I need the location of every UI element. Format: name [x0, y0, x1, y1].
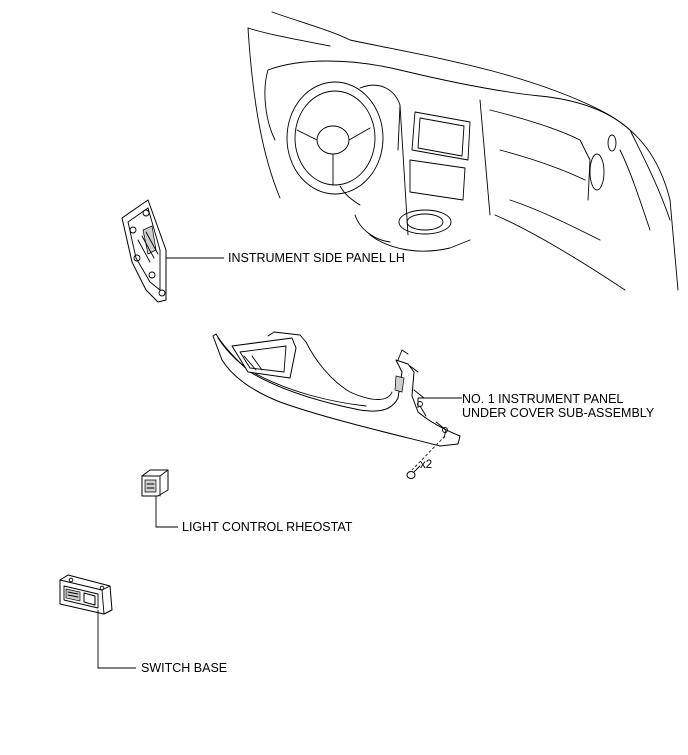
screw-quantity-label: x2 — [420, 459, 433, 471]
under-cover-leader-line — [417, 397, 462, 408]
screw-guide-line — [411, 435, 446, 471]
light-control-rheostat-label: LIGHT CONTROL RHEOSTAT — [182, 520, 353, 534]
switch-base-leader-line — [97, 610, 136, 669]
rheostat-leader-line — [155, 496, 178, 528]
instrument-side-panel-part — [121, 199, 167, 303]
switch-base-part — [59, 574, 113, 615]
instrument-side-panel-label: INSTRUMENT SIDE PANEL LH — [228, 251, 405, 265]
light-control-rheostat-part — [141, 469, 169, 497]
under-cover-label-line1: NO. 1 INSTRUMENT PANEL — [462, 392, 624, 406]
under-cover-label-line2: UNDER COVER SUB-ASSEMBLY — [462, 406, 655, 420]
under-cover-part — [212, 331, 461, 447]
dashboard-illustration — [247, 11, 679, 291]
screw-part — [406, 465, 421, 479]
switch-base-label: SWITCH BASE — [141, 661, 228, 675]
